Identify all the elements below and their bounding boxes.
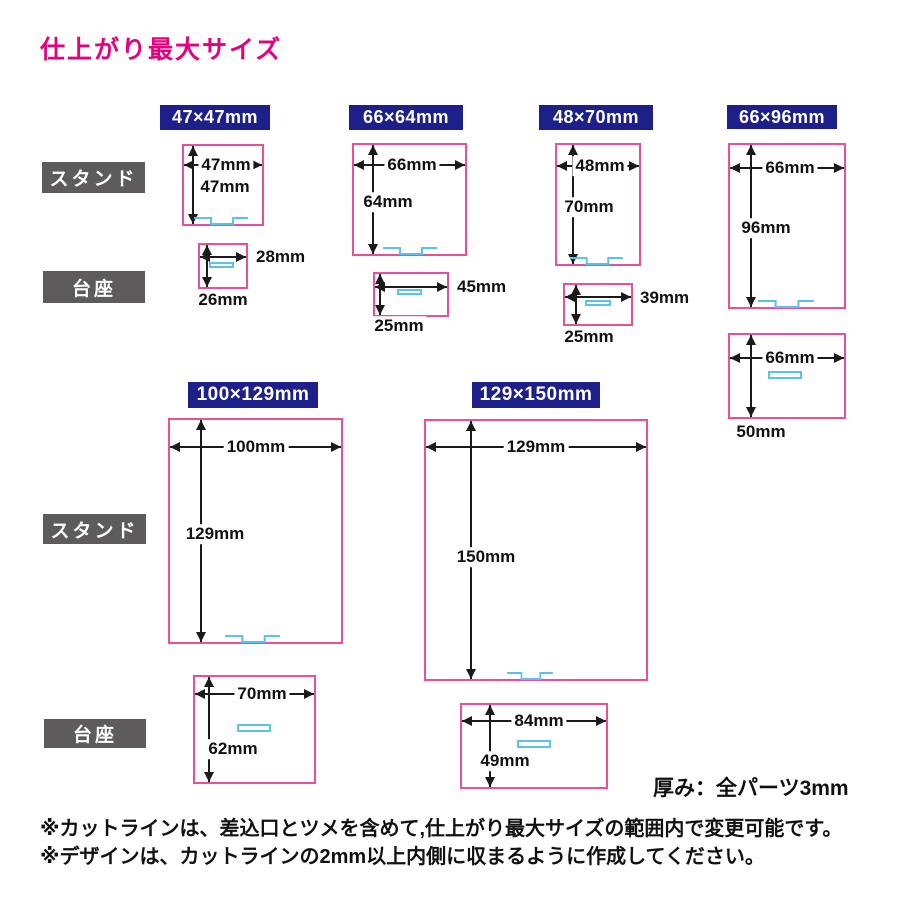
thickness-note: 厚み：全パーツ3mm xyxy=(653,777,849,800)
base-width-arrow xyxy=(565,292,631,302)
base-slot-icon xyxy=(397,289,422,295)
size-header: 100×129mm xyxy=(188,382,318,408)
base-width-label: 39mm xyxy=(637,288,693,308)
stand-tab-notch-icon xyxy=(383,247,437,255)
base-width-label: 70mm xyxy=(234,684,290,704)
base-slot-icon xyxy=(768,371,802,379)
footnote-design: ※デザインは、カットラインの2mm以上内側に収まるように作成してください。 xyxy=(40,846,765,868)
base-width-label: 84mm xyxy=(511,711,567,731)
base-height-arrow xyxy=(485,705,495,787)
stand-tab-notch-icon xyxy=(570,257,623,265)
stand-width-label: 129mm xyxy=(503,437,569,457)
base-height-label: 50mm xyxy=(733,422,789,442)
row-label-stand-2: スタンド xyxy=(43,514,146,544)
stand-width-label: 100mm xyxy=(223,437,289,457)
base-height-label: 26mm xyxy=(195,290,251,310)
page-title: 仕上がり最大サイズ xyxy=(40,36,283,64)
size-header: 48×70mm xyxy=(539,105,653,130)
base-height-arrow xyxy=(746,335,756,417)
base-height-label: 25mm xyxy=(371,316,427,336)
base-width-label: 28mm xyxy=(253,247,309,267)
stand-tab-notch-icon xyxy=(507,672,553,680)
size-header: 47×47mm xyxy=(160,105,270,130)
stand-tab-notch-icon xyxy=(225,635,280,643)
stand-outline xyxy=(424,419,648,681)
base-height-arrow xyxy=(375,274,385,315)
base-height-label: 49mm xyxy=(477,751,533,771)
row-label-base-1: 台座 xyxy=(43,271,145,303)
base-slot-icon xyxy=(517,740,551,748)
base-width-label: 66mm xyxy=(762,348,818,368)
base-slot-icon xyxy=(209,262,234,268)
stand-height-label: 96mm xyxy=(738,218,794,238)
stand-height-label: 70mm xyxy=(561,197,617,217)
row-label-base-2: 台座 xyxy=(44,719,146,748)
base-height-label: 25mm xyxy=(561,327,617,347)
stand-width-label: 66mm xyxy=(762,158,818,178)
base-width-arrow xyxy=(375,282,447,292)
base-slot-icon xyxy=(585,300,611,306)
base-height-arrow xyxy=(204,677,214,782)
stand-width-label: 66mm xyxy=(384,155,440,175)
base-height-arrow xyxy=(571,285,581,324)
size-header: 129×150mm xyxy=(472,382,600,408)
size-header: 66×96mm xyxy=(727,105,837,129)
stand-height-label: 64mm xyxy=(360,192,416,212)
stand-tab-notch-icon xyxy=(194,217,248,225)
stand-height-label: 129mm xyxy=(182,524,248,544)
size-header: 66×64mm xyxy=(349,105,463,130)
stand-tab-notch-icon xyxy=(758,300,814,308)
stand-height-label: 150mm xyxy=(453,547,519,567)
stand-width-label: 47mm xyxy=(198,155,254,175)
base-width-label: 45mm xyxy=(454,277,510,297)
row-label-stand-1: スタンド xyxy=(42,162,145,193)
base-height-label: 62mm xyxy=(205,739,261,759)
footnote-cutline: ※カットラインは、差込口とツメを含めて,仕上がり最大サイズの範囲内で変更可能です… xyxy=(40,818,843,840)
stand-height-label: 47mm xyxy=(197,177,253,197)
base-width-arrow xyxy=(200,252,246,262)
base-height-arrow xyxy=(202,245,212,287)
stand-width-label: 48mm xyxy=(572,156,628,176)
base-slot-icon xyxy=(237,724,271,732)
stand-height-arrow xyxy=(188,146,198,224)
